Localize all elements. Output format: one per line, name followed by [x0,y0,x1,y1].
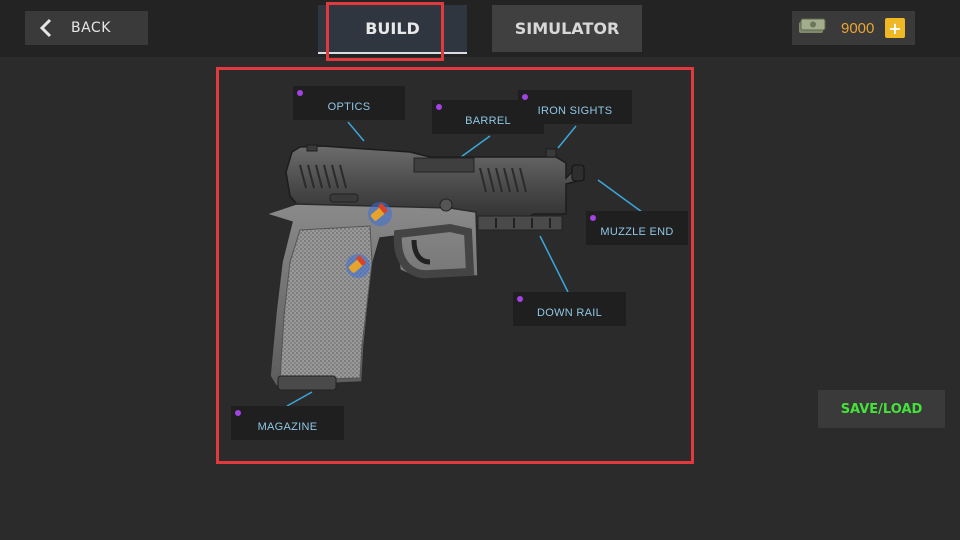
back-button[interactable]: BACK [25,11,148,45]
chevron-left-icon [31,11,61,45]
part-down-rail-label: DOWN RAIL [536,307,603,319]
part-muzzle-end[interactable]: MUZZLE END [586,211,688,245]
part-down-rail[interactable]: DOWN RAIL [513,292,626,326]
part-indicator-dot [522,94,528,100]
part-muzzle-end-label: MUZZLE END [600,226,674,238]
cash-stack-icon [797,17,827,39]
tab-simulator[interactable]: SIMULATOR [492,5,642,52]
add-currency-button[interactable]: + [885,18,905,38]
currency-amount: 9000 [841,19,875,37]
part-magazine[interactable]: MAGAZINE [231,406,344,440]
part-indicator-dot [436,104,442,110]
part-indicator-dot [297,90,303,96]
part-indicator-dot [235,410,241,416]
part-indicator-dot [517,296,523,302]
part-iron-sights[interactable]: IRON SIGHTS [518,90,632,124]
plus-icon: + [888,18,902,38]
part-indicator-dot [590,215,596,221]
part-magazine-label: MAGAZINE [257,421,318,433]
back-label: BACK [71,20,111,36]
part-optics[interactable]: OPTICS [293,86,405,120]
part-barrel-label: BARREL [465,115,511,127]
part-iron-sights-label: IRON SIGHTS [537,105,613,117]
part-optics-label: OPTICS [327,101,371,113]
currency-panel: 9000 + [792,11,915,45]
save-load-button[interactable]: SAVE/LOAD [818,390,945,428]
